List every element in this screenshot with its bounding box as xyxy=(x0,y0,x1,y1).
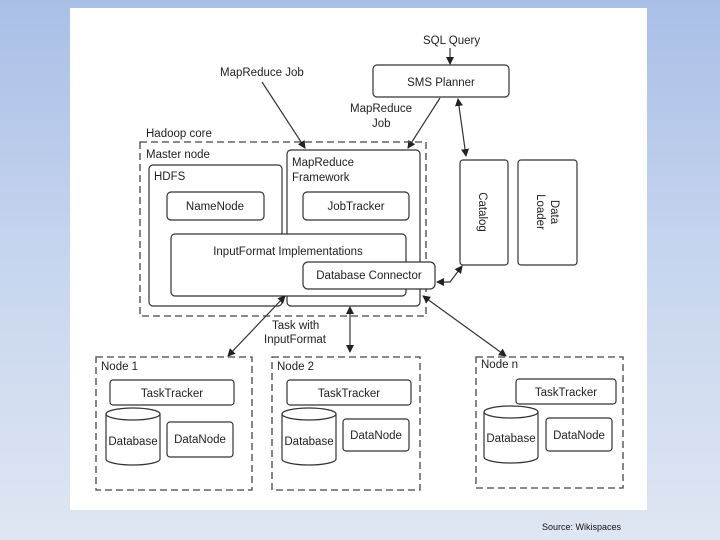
catalog-box xyxy=(459,159,509,266)
arrow-noden xyxy=(422,295,507,357)
sms-planner-label: SMS Planner xyxy=(407,77,475,89)
data-loader-label-2: Loader xyxy=(534,194,546,230)
datanode-label: DataNode xyxy=(350,430,402,442)
arrow-mapreduce-job-left xyxy=(261,81,306,149)
diagram-image: SQL Query SMS Planner MapReduce Job MapR… xyxy=(70,8,647,510)
hdfs-label: HDFS xyxy=(154,171,186,183)
namenode-box xyxy=(166,191,265,221)
data-loader-box xyxy=(517,159,578,266)
framework-label-1: MapReduce xyxy=(292,157,354,169)
framework-label-2: Framework xyxy=(292,172,350,184)
database-connector-box xyxy=(302,261,436,290)
node-label: Node 2 xyxy=(277,361,314,373)
namenode-label: NameNode xyxy=(186,201,244,213)
database-label: Database xyxy=(108,436,157,448)
hadoop-core-label: Hadoop core xyxy=(146,128,212,140)
mapreduce-job-label-right-2: Job xyxy=(372,118,391,130)
task-label-2: InputFormat xyxy=(264,334,327,346)
database-label: Database xyxy=(486,433,535,445)
datanode-box xyxy=(342,418,410,452)
database-cylinder-icon xyxy=(105,414,161,466)
jobtracker-box xyxy=(302,191,410,221)
inputformat-label: InputFormat Implementations xyxy=(213,246,363,258)
arrow-node1 xyxy=(227,295,286,357)
node-n: Node n TaskTracker Database DataNode xyxy=(475,356,624,489)
tasktracker-box xyxy=(286,379,412,406)
node-label: Node n xyxy=(481,359,518,371)
data-loader-label-1: Data xyxy=(548,200,560,225)
sql-query-label: SQL Query xyxy=(423,35,480,47)
jobtracker-label: JobTracker xyxy=(327,201,384,213)
tasktracker-label: TaskTracker xyxy=(141,388,203,400)
mapreduce-job-label-left: MapReduce Job xyxy=(220,67,304,79)
sms-planner-box xyxy=(372,64,510,98)
datanode-box xyxy=(166,421,234,458)
tasktracker-box xyxy=(515,378,617,405)
database-connector-label: Database Connector xyxy=(316,270,422,282)
master-node-label: Master node xyxy=(146,149,210,161)
datanode-label: DataNode xyxy=(174,434,226,446)
task-label-1: Task with xyxy=(272,320,319,332)
tasktracker-label: TaskTracker xyxy=(318,388,380,400)
database-cylinder-icon xyxy=(281,414,337,466)
node-label: Node 1 xyxy=(101,361,138,373)
datanode-label: DataNode xyxy=(553,430,605,442)
arrow-planner-catalog xyxy=(455,98,469,157)
datanode-box xyxy=(545,417,613,452)
mapreduce-job-label-right-1: MapReduce xyxy=(350,103,412,115)
database-cylinder-icon xyxy=(483,412,539,464)
database-label: Database xyxy=(284,436,333,448)
node-1: Node 1 TaskTracker Database DataNode xyxy=(95,356,253,491)
node-2: Node 2 TaskTracker Database DataNode xyxy=(271,356,421,491)
tasktracker-box xyxy=(109,379,235,406)
arrow-planner-to-framework xyxy=(407,97,441,149)
hadoopdb-architecture-diagram: SQL Query SMS Planner MapReduce Job MapR… xyxy=(95,35,624,491)
arrow-connector-catalog xyxy=(436,265,463,286)
hadoop-core-box xyxy=(139,141,427,317)
tasktracker-label: TaskTracker xyxy=(535,387,597,399)
catalog-label: Catalog xyxy=(476,192,488,232)
source-caption: Source: Wikispaces xyxy=(542,522,622,532)
